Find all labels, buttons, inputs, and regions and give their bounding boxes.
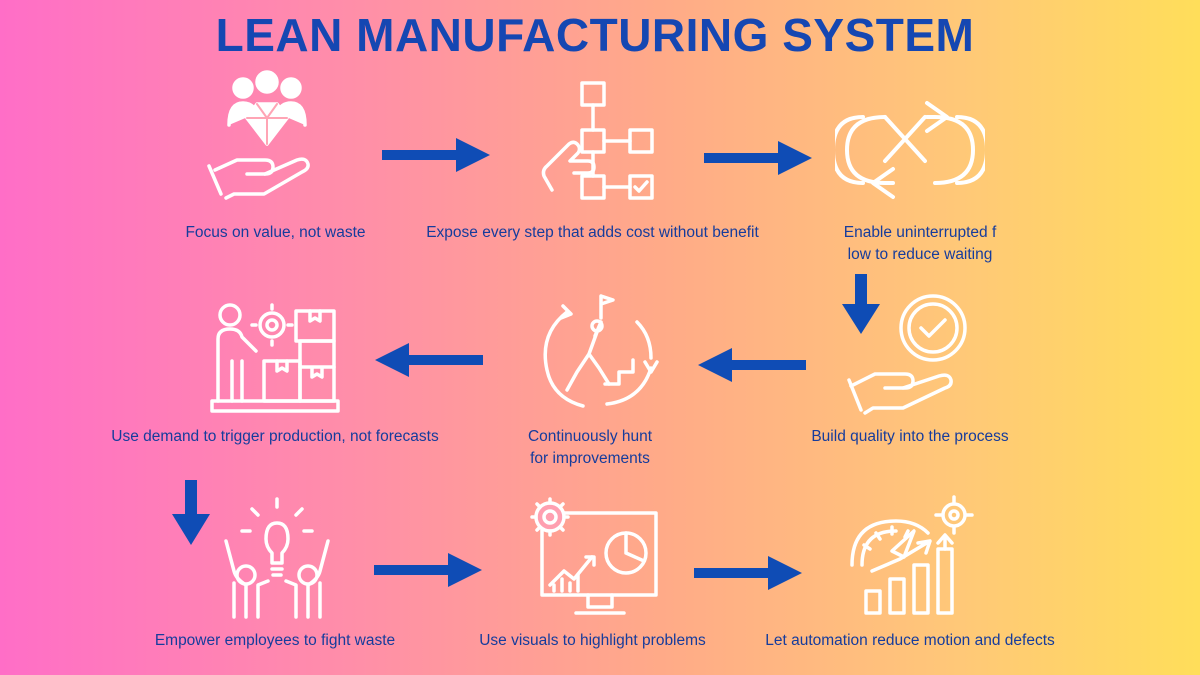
arrow-down <box>170 478 212 548</box>
step-label: Focus on value, not waste <box>185 224 366 241</box>
step-label-line: Enable uninterrupted f <box>843 224 997 241</box>
arrow-down <box>840 272 882 337</box>
step-label: Expose every step that adds cost without… <box>426 224 759 241</box>
page-title: LEAN MANUFACTURING SYSTEM <box>215 9 975 61</box>
step-label: Enable uninterrupted f low to reduce wai… <box>800 222 1040 266</box>
automation-growth-icon <box>842 495 982 620</box>
quality-check-hand-icon <box>845 290 980 420</box>
arrow-left <box>695 345 810 385</box>
flow-cycle-arrows-icon <box>835 95 985 205</box>
step-label: Empower employees to fight waste <box>154 632 396 649</box>
step-label-line: for improvements <box>530 450 650 467</box>
demand-worker-boxes-icon <box>210 295 340 415</box>
step-label: Build quality into the process <box>811 428 1009 445</box>
process-map-icon <box>538 78 663 203</box>
climbing-improvement-icon <box>535 292 660 410</box>
arrow-left <box>372 340 487 380</box>
arrow-right <box>378 135 493 175</box>
step-label: Let automation reduce motion and defects <box>765 632 1055 649</box>
step-label-line: low to reduce waiting <box>847 246 993 263</box>
visual-dashboard-icon <box>528 495 660 620</box>
step-label-line: Continuously hunt <box>527 428 653 445</box>
arrow-right <box>690 553 805 593</box>
empowered-employees-icon <box>212 495 342 620</box>
value-diamond-hand-icon <box>205 70 330 200</box>
arrow-right <box>370 550 485 590</box>
arrow-right <box>700 138 815 178</box>
step-label: Continuously hunt for improvements <box>490 426 690 470</box>
step-label: Use visuals to highlight problems <box>479 632 706 649</box>
step-label: Use demand to trigger production, not fo… <box>111 428 439 445</box>
